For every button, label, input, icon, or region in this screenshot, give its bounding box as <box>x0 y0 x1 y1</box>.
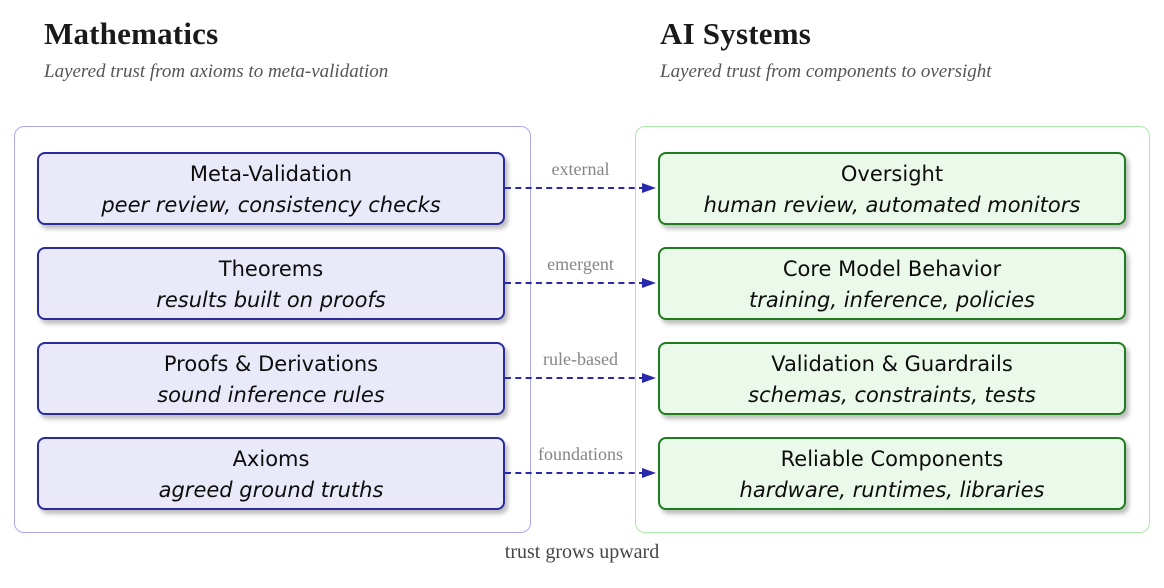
ai-layer-subtitle: schemas, constraints, tests <box>748 383 1036 407</box>
ai-layer-subtitle: human review, automated monitors <box>703 193 1081 217</box>
mapping-arrow-label: rule-based <box>543 349 618 369</box>
arrow-head-icon <box>642 373 656 383</box>
ai-layer-title: Oversight <box>840 162 944 186</box>
ai-column-header: AI Systems Layered trust from components… <box>660 16 992 83</box>
math-layer-title: Theorems <box>218 257 324 281</box>
mapping-arrow: external <box>505 152 656 225</box>
math-layer-subtitle: results built on proofs <box>156 288 386 312</box>
ai-layer-title: Core Model Behavior <box>782 257 1002 281</box>
math-title: Mathematics <box>44 16 219 51</box>
math-layer-title: Meta-Validation <box>189 162 353 186</box>
ai-title: AI Systems <box>660 16 811 51</box>
arrow-head-icon <box>642 468 656 478</box>
mapping-arrow-label: foundations <box>538 444 623 464</box>
dashed-arrow-line <box>505 472 645 474</box>
dashed-arrow-line <box>505 187 645 189</box>
ai-layer-box: Reliable Components hardware, runtimes, … <box>658 437 1126 510</box>
ai-layer-title: Reliable Components <box>780 447 1004 471</box>
ai-layer-title: Validation & Guardrails <box>771 352 1013 376</box>
ai-layer-box: Oversight human review, automated monito… <box>658 152 1126 225</box>
math-layer-subtitle: agreed ground truths <box>158 478 384 502</box>
math-layer-subtitle: sound inference rules <box>157 383 385 407</box>
layer-row-meta-validation: Meta-Validation peer review, consistency… <box>0 152 1164 225</box>
layer-row-proofs: Proofs & Derivations sound inference rul… <box>0 342 1164 415</box>
dashed-arrow-line <box>505 282 645 284</box>
ai-layer-subtitle: training, inference, policies <box>749 288 1035 312</box>
math-layer-title: Axioms <box>232 447 310 471</box>
mapping-arrow: foundations <box>505 437 656 510</box>
math-layer-box: Meta-Validation peer review, consistency… <box>37 152 505 225</box>
math-layer-box: Axioms agreed ground truths <box>37 437 505 510</box>
arrow-head-icon <box>642 183 656 193</box>
math-column-header: Mathematics Layered trust from axioms to… <box>44 16 388 83</box>
ai-layer-box: Validation & Guardrails schemas, constra… <box>658 342 1126 415</box>
ai-layer-subtitle: hardware, runtimes, libraries <box>739 478 1045 502</box>
math-layer-title: Proofs & Derivations <box>163 352 379 376</box>
dashed-arrow-line <box>505 377 645 379</box>
mapping-arrow: emergent <box>505 247 656 320</box>
ai-subtitle: Layered trust from components to oversig… <box>660 61 992 82</box>
layer-row-theorems: Theorems results built on proofs emergen… <box>0 247 1164 320</box>
mapping-arrow-label: external <box>551 159 610 179</box>
mapping-arrow: rule-based <box>505 342 656 415</box>
math-layer-subtitle: peer review, consistency checks <box>101 193 441 217</box>
mapping-arrow-label: emergent <box>547 254 614 274</box>
footer-caption: trust grows upward <box>504 541 660 563</box>
math-subtitle: Layered trust from axioms to meta-valida… <box>44 61 389 82</box>
arrow-head-icon <box>642 278 656 288</box>
math-layer-box: Proofs & Derivations sound inference rul… <box>37 342 505 415</box>
ai-layer-box: Core Model Behavior training, inference,… <box>658 247 1126 320</box>
layer-row-axioms: Axioms agreed ground truths foundations … <box>0 437 1164 510</box>
math-layer-box: Theorems results built on proofs <box>37 247 505 320</box>
